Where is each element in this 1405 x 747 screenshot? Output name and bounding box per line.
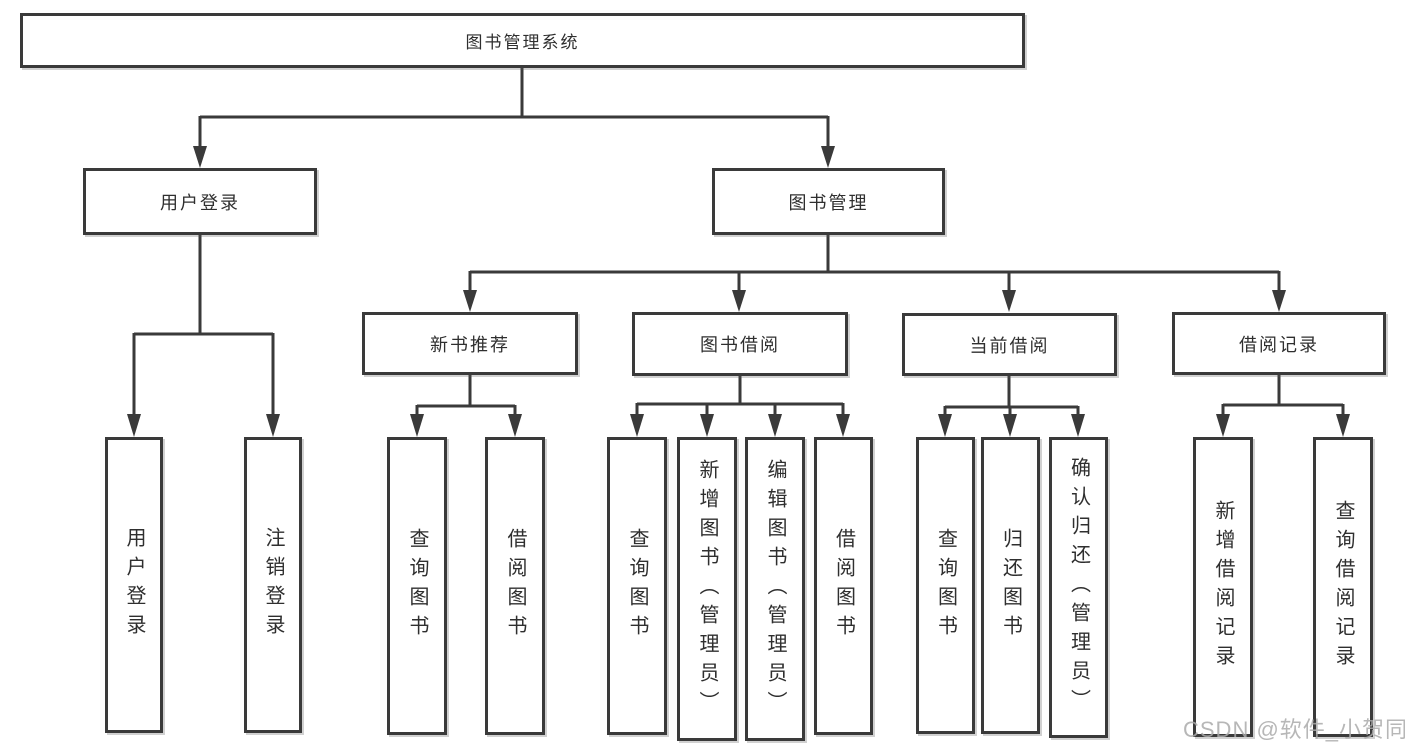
node-label: 新书推荐 [430, 334, 510, 355]
node-label: 归还图书 [999, 527, 1022, 644]
node-label: 借阅图书 [832, 528, 855, 644]
node-label: 查询图书 [626, 528, 648, 644]
leaf-query-borrow-record: 查询借阅记录 [1313, 437, 1373, 737]
node-label: 借阅图书 [504, 528, 526, 644]
node-label: 新增图书（管理员） [696, 458, 718, 720]
leaf-add-borrow-record: 新增借阅记录 [1193, 437, 1253, 737]
leaf-return-books: 归还图书 [981, 437, 1040, 734]
leaf-borrow-books-recommend: 借阅图书 [485, 437, 545, 735]
node-label: 注销登录 [262, 527, 284, 643]
node-label: 图书管理系统 [465, 33, 580, 52]
node-root-system: 图书管理系统 [20, 13, 1025, 68]
leaf-query-books-borrow: 查询图书 [607, 437, 667, 735]
node-label: 图书借阅 [700, 335, 780, 355]
node-book-borrow: 图书借阅 [632, 312, 848, 376]
node-label: 查询借阅记录 [1332, 500, 1354, 674]
node-label: 查询图书 [406, 528, 428, 644]
node-current-borrow: 当前借阅 [902, 313, 1117, 376]
node-borrow-records: 借阅记录 [1172, 312, 1386, 375]
node-label: 图书管理 [788, 192, 869, 213]
node-label: 编辑图书（管理员） [764, 458, 786, 720]
node-book-management: 图书管理 [712, 168, 945, 235]
node-user-login: 用户登录 [83, 168, 317, 235]
node-label: 查询图书 [934, 527, 957, 644]
leaf-logout: 注销登录 [244, 437, 302, 733]
node-label: 当前借阅 [969, 335, 1050, 356]
node-label: 用户登录 [160, 192, 240, 213]
leaf-confirm-return-admin: 确认归还（管理员） [1049, 437, 1108, 738]
watermark: CSDN @软件_小贺同学 [1183, 717, 1405, 742]
node-new-book-recommend: 新书推荐 [362, 312, 578, 375]
leaf-user-login: 用户登录 [105, 437, 163, 733]
node-label: 新增借阅记录 [1212, 500, 1234, 674]
leaf-query-books-recommend: 查询图书 [387, 437, 447, 735]
leaf-query-books-current: 查询图书 [916, 437, 975, 734]
leaf-edit-books-admin: 编辑图书（管理员） [745, 437, 805, 741]
node-label: 借阅记录 [1239, 334, 1319, 355]
leaf-add-books-admin: 新增图书（管理员） [677, 437, 737, 741]
node-label: 用户登录 [123, 527, 145, 643]
node-label: 确认归还（管理员） [1067, 457, 1090, 718]
leaf-borrow-books: 借阅图书 [814, 437, 873, 735]
